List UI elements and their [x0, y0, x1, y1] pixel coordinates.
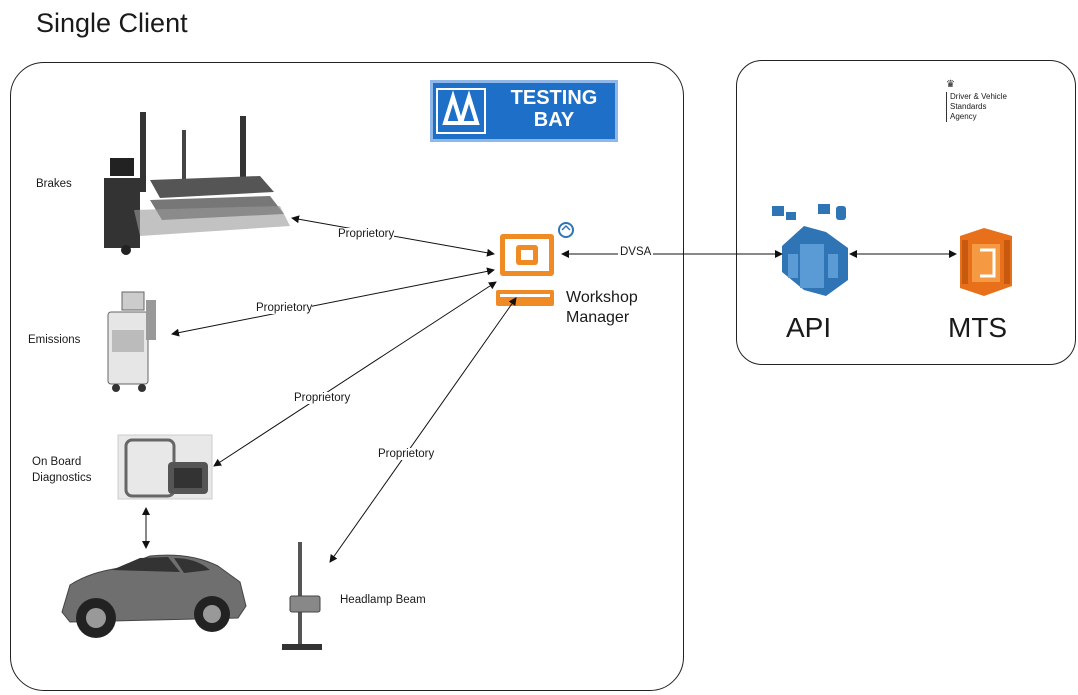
brakes-connection-label: Proprietory	[338, 228, 395, 240]
mot-triangles-icon	[436, 88, 486, 134]
obd-connection-label: Proprietory	[294, 392, 351, 404]
workshop-line1: Workshop	[566, 289, 638, 306]
logo-line1: TESTING	[510, 87, 598, 109]
logo-line2: BAY	[533, 109, 575, 131]
obd-label-line1: On Board	[32, 456, 82, 468]
mts-label: MTS	[948, 312, 1008, 343]
crest-icon: ♛	[946, 79, 955, 90]
workshop-manager-label: Workshop Manager	[566, 288, 638, 328]
workshop-line2: Manager	[566, 309, 630, 326]
headlamp-connection-label: Proprietory	[378, 448, 435, 460]
api-gateway-icon	[772, 204, 848, 296]
dvsa-connection-label: DVSA	[618, 246, 654, 258]
headlamp-connector	[329, 297, 517, 563]
headlamp-label: Headlamp Beam	[340, 594, 426, 606]
agency-line1: Driver & Vehicle	[950, 92, 1007, 101]
api-label: API	[786, 312, 832, 343]
headlamp-beam-icon	[282, 542, 322, 650]
mts-service-icon	[960, 228, 1012, 296]
obd-label-line2: Diagnostics	[32, 472, 92, 484]
emissions-connector	[171, 267, 495, 337]
obd-label: On Board Diagnostics	[32, 454, 91, 486]
car-icon	[61, 554, 247, 638]
emissions-connection-label: Proprietory	[256, 302, 313, 314]
page-title: Single Client	[36, 8, 188, 38]
obd-scanner-icon	[117, 434, 213, 500]
testing-bay-logo: TESTING BAY	[430, 80, 618, 142]
brakes-label: Brakes	[36, 178, 72, 190]
agency-line2: Standards	[950, 102, 987, 111]
emissions-analyser-icon	[107, 291, 156, 392]
workshop-manager-icon	[496, 222, 574, 306]
emissions-label: Emissions	[28, 334, 81, 346]
brakes-rig-icon	[104, 112, 290, 255]
dvsa-logo: ♛ Driver & Vehicle Standards Agency	[946, 80, 1007, 122]
agency-line3: Agency	[950, 112, 977, 121]
